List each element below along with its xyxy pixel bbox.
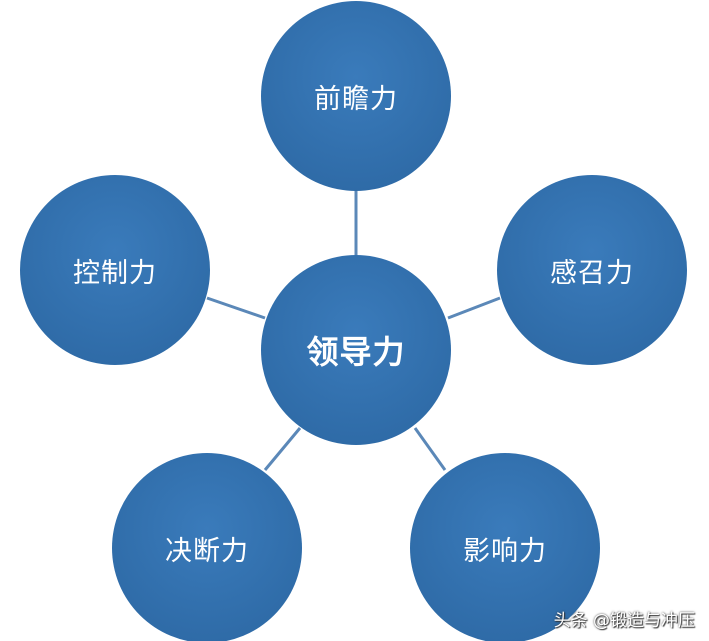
connector-right [447, 296, 501, 320]
connector-bottom-right [413, 427, 447, 471]
watermark: 头条 @锻造与冲压 [553, 611, 695, 631]
node-leadership-center: 领导力 [261, 255, 451, 445]
node-decisiveness: 决断力 [112, 453, 302, 641]
node-influence: 影响力 [410, 453, 600, 641]
connector-left [206, 296, 266, 320]
node-charisma: 感召力 [497, 175, 687, 365]
connector-bottom-left [263, 427, 302, 471]
node-control: 控制力 [20, 175, 210, 365]
node-foresight: 前瞻力 [261, 1, 451, 191]
